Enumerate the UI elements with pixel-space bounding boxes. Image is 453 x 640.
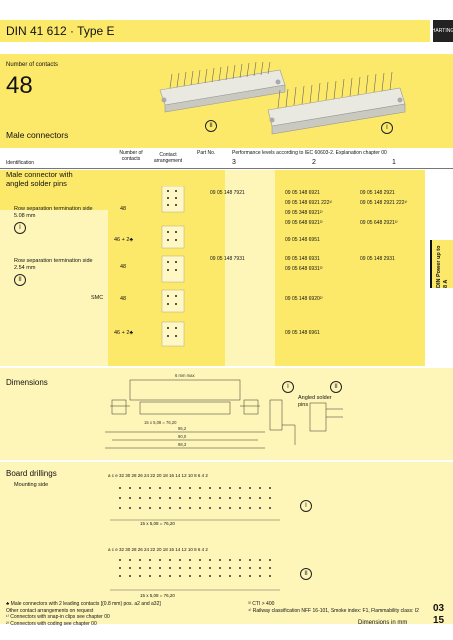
footnote-4: ²⁾ Connectors with coding see chapter 00	[6, 620, 97, 627]
drill-row-labels-2: a c e 32 30 28 26 24 22 20 18 16 14 12 1…	[108, 547, 208, 552]
col-number-of-contacts: Number of contacts	[119, 150, 143, 162]
table-right-pane	[275, 170, 425, 366]
row3-part-level2-b: 09 05 648 6931³⁾	[285, 266, 323, 272]
dim-value-95: 95,2	[178, 426, 187, 431]
dim-value-top: 6 mm max	[175, 373, 195, 378]
row2-count: 46 + 2♣	[114, 237, 134, 243]
dimension-drawing-side	[269, 399, 343, 445]
col-part-no: Part No.	[197, 150, 216, 156]
row3-part-level1: 09 05 148 2931	[360, 256, 395, 262]
dimensions-title: Dimensions	[6, 378, 48, 387]
drill-mark-II: II	[300, 568, 312, 580]
row3-identification: Row separation termination side 2.54 mm	[14, 258, 93, 271]
footnotes-right: ³⁾ CTI > 400 ⁴⁾ Railway classification N…	[248, 601, 428, 614]
row1-identification: Row separation termination side 5.08 mm	[14, 206, 93, 219]
row1-part-level2-a: 09 05 148 6921	[285, 190, 320, 196]
drill-spacing-1: 15 x 5,08 = 76,20	[140, 521, 175, 526]
level-1: 1	[392, 159, 396, 166]
row1-part-level1-a: 09 05 148 2921	[360, 190, 395, 196]
dimension-drawing-front: 6 mm max 15 x 5,08 = 76,20 95,2 90,0 98,…	[105, 373, 265, 449]
table-mid-pane	[225, 170, 275, 366]
level-2: 2	[312, 159, 316, 166]
row1-part-level1-d: 09 05 648 2921³⁾	[360, 220, 398, 226]
dim-value-98: 98,3	[178, 442, 187, 447]
drillings-panel	[0, 462, 453, 624]
dim-mark-I: I	[282, 381, 294, 393]
dim-value-90: 90,0	[178, 434, 187, 439]
drill-spacing-2: 15 x 5,08 = 76,20	[140, 593, 175, 598]
row1-part-level1-b: 09 05 148 2921 222¹⁾	[360, 200, 408, 206]
drill-mark-I: I	[300, 500, 312, 512]
drillings-title: Board drillings	[6, 469, 57, 478]
row5-count: 46 + 2♣	[114, 330, 134, 336]
ident-title-bg	[0, 170, 108, 210]
footnote-3: ¹⁾ Connectors with snap-in clips see cha…	[6, 614, 110, 621]
row1-part-level3: 09 05 148 7921	[210, 190, 245, 196]
contacts-label: Number of contacts	[6, 62, 59, 68]
dim-angled-label: Angled solder pins	[298, 395, 332, 408]
side-tab: DIN Power up to 8 A	[430, 240, 453, 288]
footnote-2: Other contact arrangements on request	[6, 607, 94, 614]
dimensions-note: Dimensions in mm	[358, 620, 408, 626]
row1-part-level2-d: 09 05 648 6921³⁾	[285, 220, 323, 226]
section-subtitle: Male connectors	[6, 130, 69, 140]
contact-arrangement-diagrams	[161, 186, 185, 347]
mounting-side-label: Mounting side	[14, 482, 49, 488]
row4-part-level2: 09 05 148 6920²⁾	[285, 296, 323, 302]
col-identification: Identification	[6, 160, 35, 166]
row1-count: 48	[120, 206, 127, 212]
row3-mark: II	[14, 274, 26, 286]
drilling-pattern-2	[110, 559, 280, 591]
footnote-6: ⁴⁾ Railway classification NFF 16-101, Sm…	[248, 607, 419, 614]
mark-type-II: II	[205, 120, 217, 132]
row1-part-level2-c: 09 05 348 6921²⁾	[285, 210, 323, 216]
row3-part-level3: 09 05 148 7931	[210, 256, 245, 262]
row3-count: 48	[120, 264, 127, 270]
footnotes-left: ♣ Male connectors with 2 leading contact…	[6, 601, 246, 627]
brand-logo: HARTING	[432, 20, 453, 42]
page-index: 15	[433, 615, 445, 626]
title-bar: DIN 41 612 · Type E	[0, 20, 430, 42]
side-tab-label: DIN Power up to 8 A	[436, 245, 449, 288]
row5-part-level2: 09 05 148 6961	[285, 330, 320, 336]
footnote-1: ♣ Male connectors with 2 leading contact…	[6, 601, 161, 607]
page-title: DIN 41 612 · Type E	[6, 24, 115, 38]
col-performance: Performance levels according to IEC 6060…	[232, 150, 387, 156]
connector-photo-angled	[159, 61, 286, 113]
level-3: 3	[232, 159, 236, 166]
row1-part-level2-b: 09 05 148 6921 222¹⁾	[285, 200, 333, 206]
row1-mark: I	[14, 222, 26, 234]
row2-part-level2: 09 05 148 6951	[285, 237, 320, 243]
mark-type-I: I	[381, 122, 393, 134]
footnote-5: ³⁾ CTI > 400	[248, 601, 275, 607]
dim-value-spacing: 15 x 5,08 = 76,20	[144, 420, 177, 425]
page-number: 03 15	[433, 603, 444, 627]
row4-identification: SMC	[91, 295, 104, 301]
row3-part-level2-a: 09 05 148 6931	[285, 256, 320, 262]
row4-count: 48	[120, 296, 127, 302]
chapter-number: 03	[433, 603, 445, 614]
col-contact-arrangement: Contact arrangement	[153, 152, 183, 164]
header-divider	[0, 168, 453, 169]
section-title: Male connector with angled solder pins	[6, 170, 73, 188]
dim-mark-II: II	[330, 381, 342, 393]
contacts-count: 48	[6, 72, 33, 99]
drill-row-labels-1: a c e 32 30 28 26 24 22 20 18 16 14 12 1…	[108, 473, 208, 478]
drilling-pattern-1	[110, 487, 280, 521]
connector-photo-straight	[267, 71, 406, 135]
